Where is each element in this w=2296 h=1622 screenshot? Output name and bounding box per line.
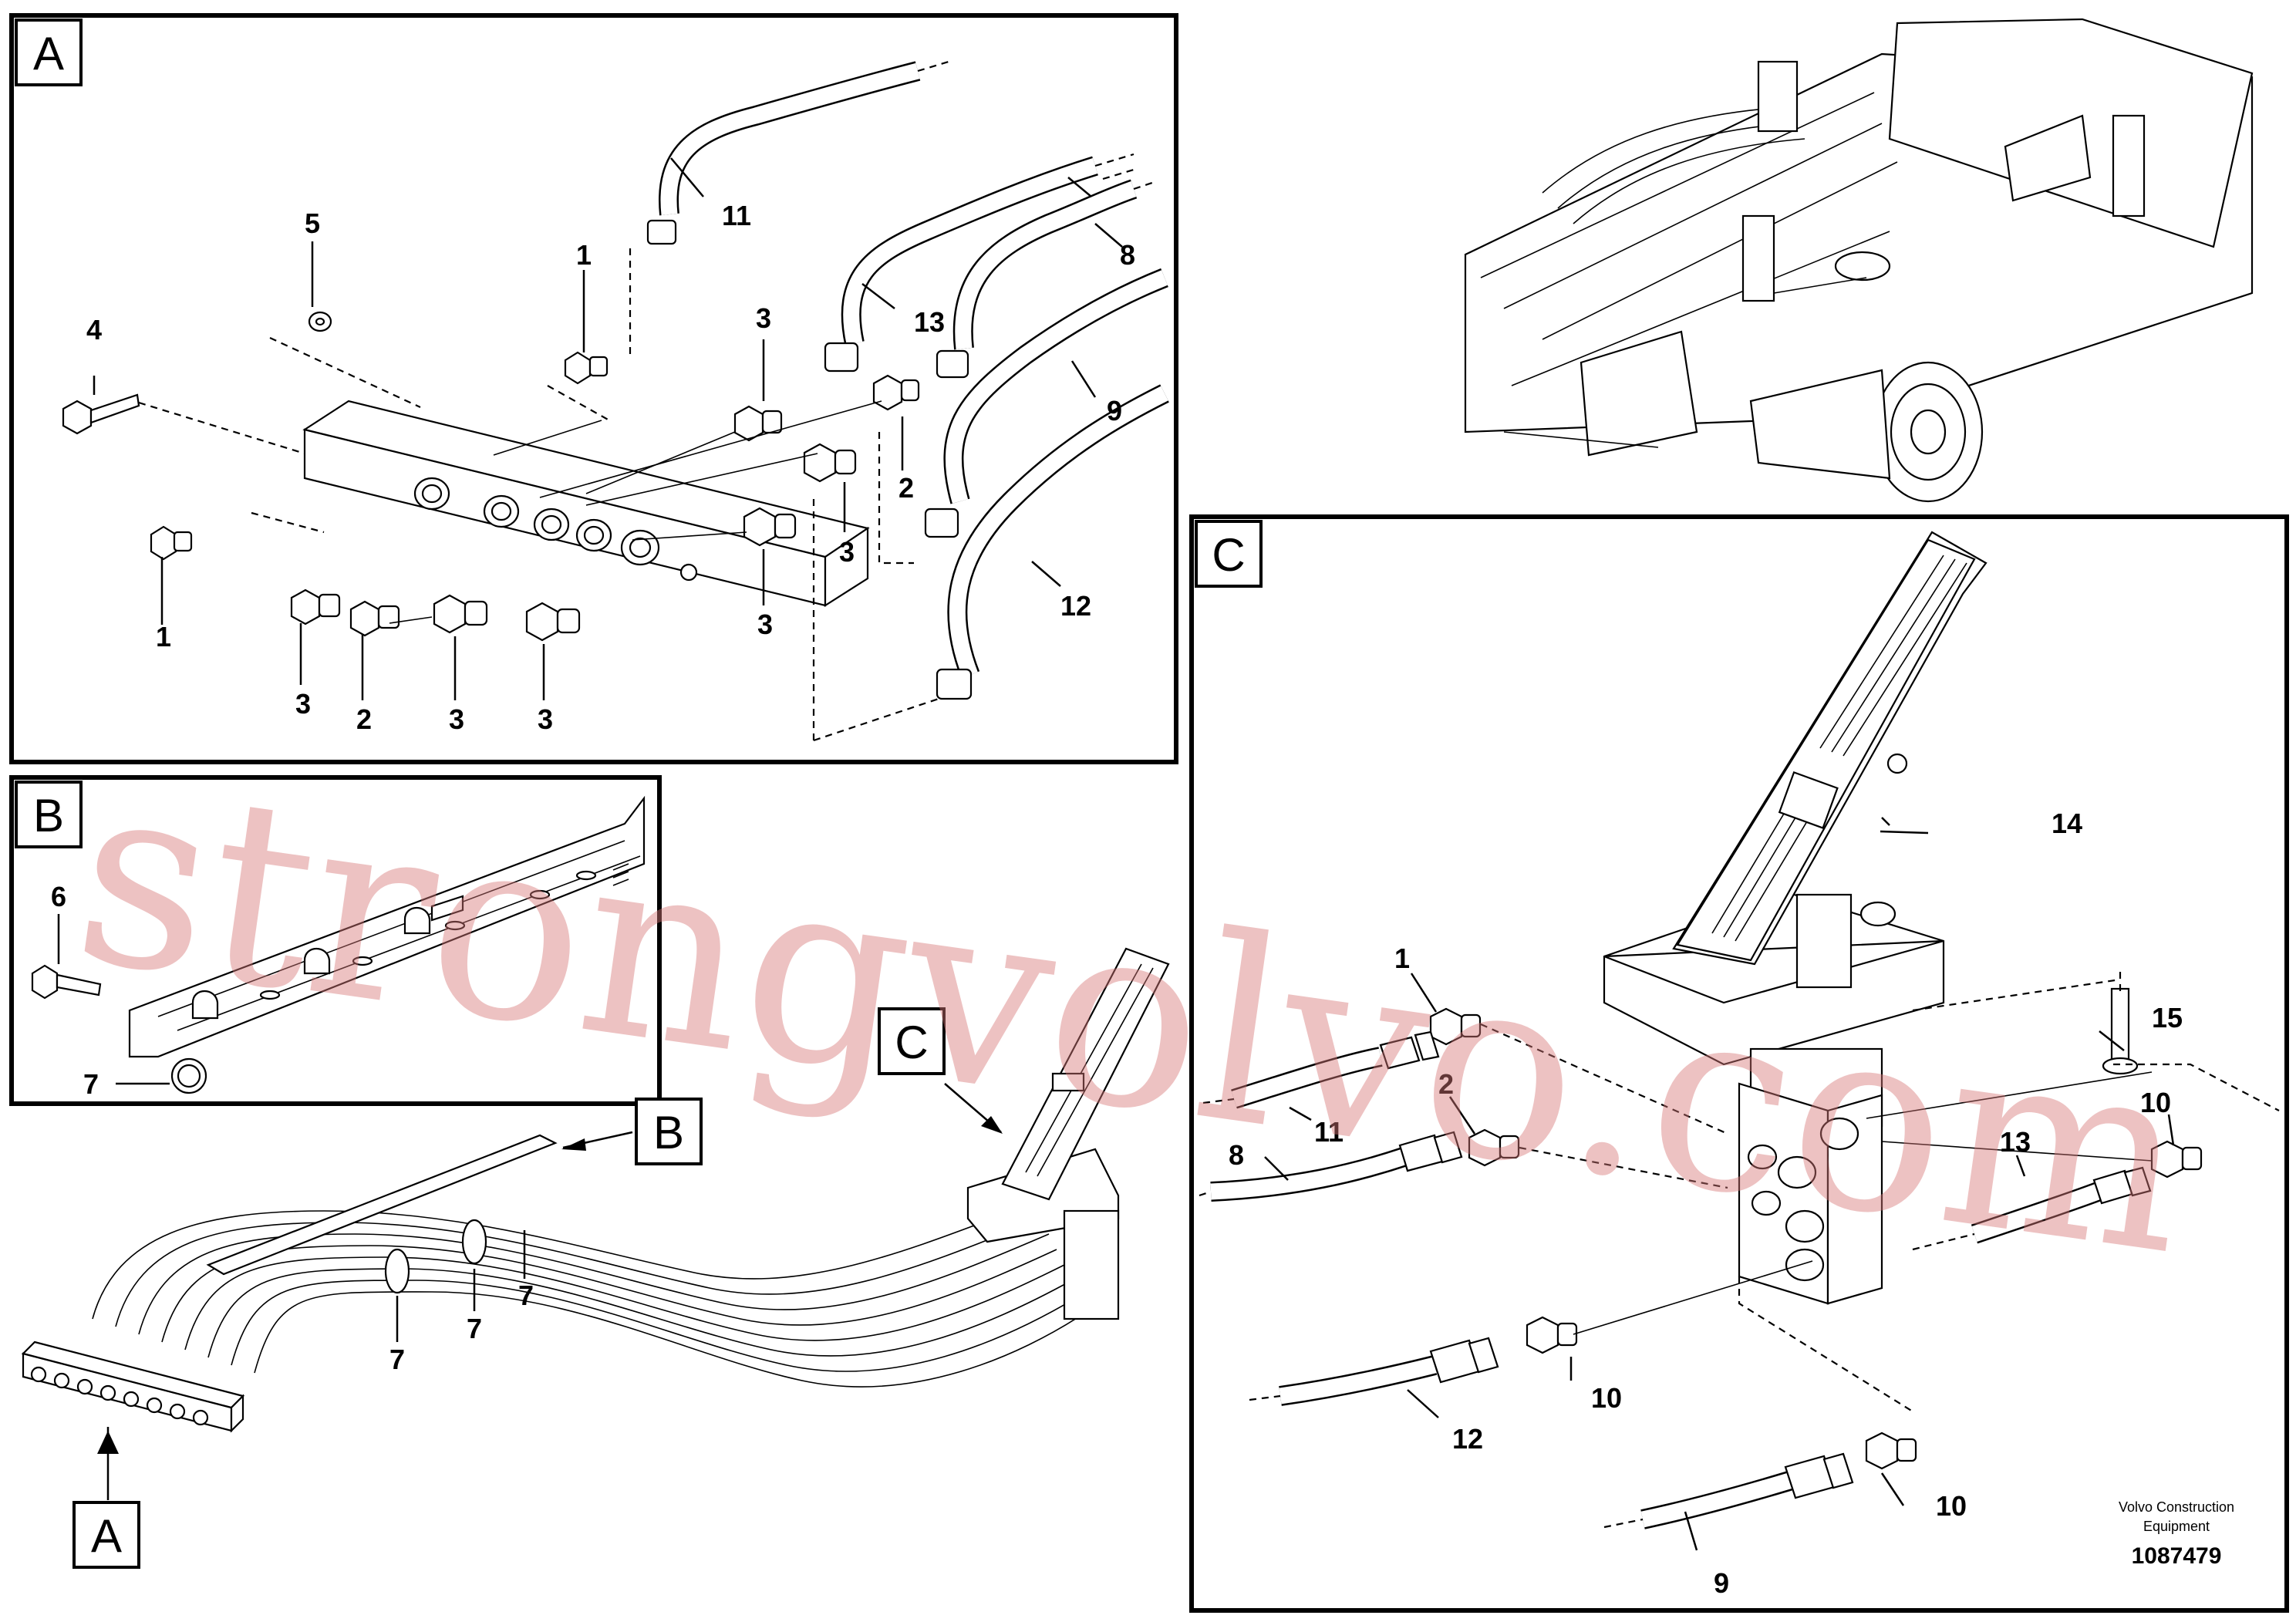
reference-line-1: Volvo Construction [2119,1499,2234,1515]
hose-c-9 [1640,1452,1854,1529]
fitting-3-bottom-c [525,602,581,642]
fitting-3-bottom-b [433,594,488,634]
callout-c-10-bottom: 10 [1936,1490,1967,1522]
hose-12 [936,384,1169,700]
hose-8 [936,179,1138,379]
overview-tag-c [878,1007,946,1075]
callout-a-3-a: 3 [295,688,311,720]
fitting-c-10-right [2150,1140,2203,1179]
callout-c-10-right: 10 [2140,1087,2171,1118]
hose-11 [646,61,921,245]
overview-tag-a [72,1501,140,1569]
panel-b: B 6 7 [9,775,662,1106]
fitting-c-10-bottom [1865,1431,1917,1470]
callout-c-12: 12 [1452,1423,1483,1455]
hose-c-11 [1231,1030,1440,1109]
manifold-block [302,400,870,608]
hose-c-12 [1279,1337,1499,1406]
fitting-1-left [150,525,193,561]
callout-a-9: 9 [1107,395,1122,427]
hose-9 [924,268,1168,538]
overview-pedal [966,947,1170,1320]
fitting-3-bottom-a [290,588,341,626]
panel-a: A [9,13,1178,764]
callout-a-3-d: 3 [756,302,771,334]
hose-c-8 [1210,1131,1463,1202]
callout-b-7: 7 [83,1068,99,1100]
callout-c-13: 13 [2000,1126,2031,1158]
machine-overview [1464,18,2254,503]
fitting-3-mid-a [733,405,783,442]
callout-a-4: 4 [86,314,102,346]
overview-tag-c-label: C [895,1017,928,1068]
fitting-c-10-mid [1526,1316,1578,1354]
fitting-1-top [564,351,609,385]
hose-c-13 [1971,1166,2152,1244]
callout-c-14: 14 [2052,808,2082,839]
axle-hub [1749,361,1984,503]
callout-ov-7-a: 7 [389,1344,405,1375]
fitting-3-mid-c [743,507,797,547]
callout-a-3-e: 3 [839,536,855,568]
reference-line-2: Equipment [2143,1519,2210,1534]
callout-a-1-top: 1 [576,239,592,271]
callout-ov-7-c: 7 [518,1280,534,1311]
panel-b-tag [15,781,83,848]
overview-hose-bundle [92,1202,1088,1388]
washer-5 [308,311,332,332]
callout-ov-7-b: 7 [467,1313,482,1344]
fitting-3-mid-b [803,443,857,483]
callout-b-6: 6 [51,881,66,912]
callout-a-3-f: 3 [757,609,773,640]
bolt-4 [62,393,140,435]
panel-b-tag-label: B [33,790,64,841]
callout-c-9: 9 [1714,1567,1729,1599]
panel-c-tag [1195,520,1263,588]
overview-assembly: 7 7 7 A B C [21,947,1170,1569]
callout-c-8: 8 [1229,1139,1244,1171]
panel-c-tag-label: C [1212,529,1245,581]
overview-tag-a-label: A [91,1510,122,1562]
callout-c-2: 2 [1438,1068,1454,1100]
callout-a-5: 5 [305,207,320,239]
callout-a-3-b: 3 [449,703,464,735]
callout-a-12: 12 [1060,590,1091,622]
callout-c-11: 11 [1314,1116,1344,1148]
panel-a-frame [9,13,1178,764]
pedal-14 [1603,531,1988,1305]
panel-a-tag-label: A [33,28,64,79]
bolt-6 [31,964,102,1000]
callout-a-3-c: 3 [538,703,553,735]
callout-a-13: 13 [914,306,945,338]
panel-a-tag [15,19,83,86]
callout-c-1: 1 [1394,943,1410,974]
callout-a-8: 8 [1120,239,1135,271]
callout-a-2-mid: 2 [899,472,914,504]
callout-a-2-bottom: 2 [356,703,372,735]
callout-a-11: 11 [722,200,751,231]
overview-tag-b [635,1098,703,1165]
callout-c-15: 15 [2152,1002,2183,1034]
hose-13 [824,156,1098,373]
fitting-c-2 [1468,1128,1520,1167]
fitting-c-1 [1429,1007,1482,1046]
overview-tag-b-label: B [653,1107,684,1158]
document-number: 1087479 [2132,1543,2222,1569]
mounting-bracket [128,795,646,1094]
callout-c-10-mid: 10 [1591,1382,1622,1414]
panel-c: C [1189,514,2289,1613]
callout-a-1-left: 1 [156,621,171,653]
